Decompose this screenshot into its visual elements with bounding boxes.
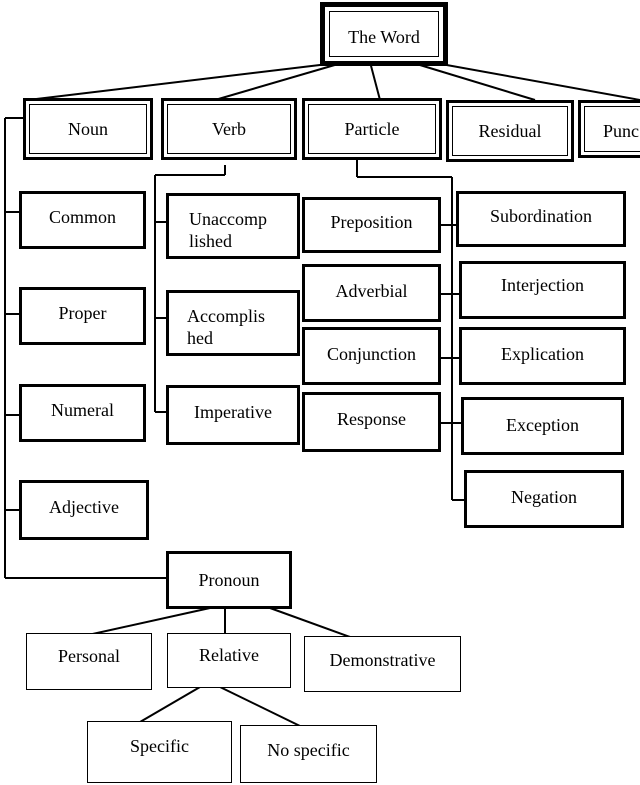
- category-noun: Noun: [23, 98, 153, 160]
- particle-negation: Negation: [464, 470, 624, 528]
- noun-common-label: Common: [48, 207, 116, 227]
- pronoun-relative-label: Relative: [199, 645, 259, 665]
- particle-response-label: Response: [337, 409, 406, 429]
- particle-preposition: Preposition: [302, 197, 441, 253]
- particle-response: Response: [302, 392, 441, 452]
- category-verb-label: Verb: [212, 119, 246, 139]
- relative-no-specific: No specific: [240, 725, 377, 783]
- pronoun-demonstrative: Demonstrative: [304, 636, 461, 692]
- particle-subordination: Subordination: [456, 191, 626, 247]
- noun-proper: Proper: [19, 287, 146, 345]
- particle-preposition-label: Preposition: [330, 212, 413, 232]
- particle-adverbial: Adverbial: [302, 264, 441, 322]
- noun-adjective: Adjective: [19, 480, 149, 540]
- particle-explication-label: Explication: [501, 344, 584, 364]
- particle-conjunction-label: Conjunction: [327, 344, 416, 364]
- particle-exception: Exception: [461, 397, 624, 455]
- verb-imperative: Imperative: [166, 385, 300, 445]
- verb-accomplished: Accomplis hed: [166, 290, 300, 356]
- particle-adverbial-label: Adverbial: [335, 281, 408, 301]
- noun-pronoun: Pronoun: [166, 551, 292, 609]
- category-punc: Punc: [578, 100, 640, 158]
- particle-subordination-label: Subordination: [490, 206, 592, 226]
- pronoun-personal: Personal: [26, 633, 152, 690]
- verb-unaccomplished-label: Unaccomp lished: [189, 209, 267, 251]
- category-residual-label: Residual: [478, 121, 542, 141]
- verb-imperative-label: Imperative: [194, 402, 272, 422]
- particle-exception-label: Exception: [506, 415, 579, 435]
- particle-interjection: Interjection: [459, 261, 626, 319]
- verb-unaccomplished: Unaccomp lished: [166, 193, 300, 259]
- category-verb: Verb: [161, 98, 297, 160]
- noun-adjective-label: Adjective: [49, 497, 119, 517]
- pronoun-demonstrative-label: Demonstrative: [329, 650, 436, 670]
- relative-specific: Specific: [87, 721, 232, 783]
- category-residual: Residual: [446, 100, 574, 162]
- noun-pronoun-label: Pronoun: [198, 570, 260, 590]
- pronoun-personal-label: Personal: [58, 646, 120, 666]
- particle-negation-label: Negation: [511, 487, 577, 507]
- noun-common: Common: [19, 191, 146, 249]
- category-particle: Particle: [302, 98, 442, 160]
- particle-explication: Explication: [459, 327, 626, 385]
- category-particle-label: Particle: [344, 119, 400, 139]
- noun-numeral-label: Numeral: [51, 400, 114, 420]
- particle-interjection-label: Interjection: [501, 275, 584, 295]
- noun-numeral: Numeral: [19, 384, 146, 442]
- particle-conjunction: Conjunction: [302, 327, 441, 385]
- category-noun-label: Noun: [68, 119, 108, 139]
- root-label: The Word: [348, 27, 420, 47]
- relative-specific-label: Specific: [130, 736, 189, 756]
- category-punc-label: Punc: [603, 121, 639, 141]
- pronoun-relative: Relative: [167, 633, 291, 688]
- root-node: The Word: [320, 2, 448, 66]
- relative-no-specific-label: No specific: [267, 740, 350, 760]
- noun-proper-label: Proper: [58, 303, 107, 323]
- verb-accomplished-label: Accomplis hed: [187, 306, 265, 348]
